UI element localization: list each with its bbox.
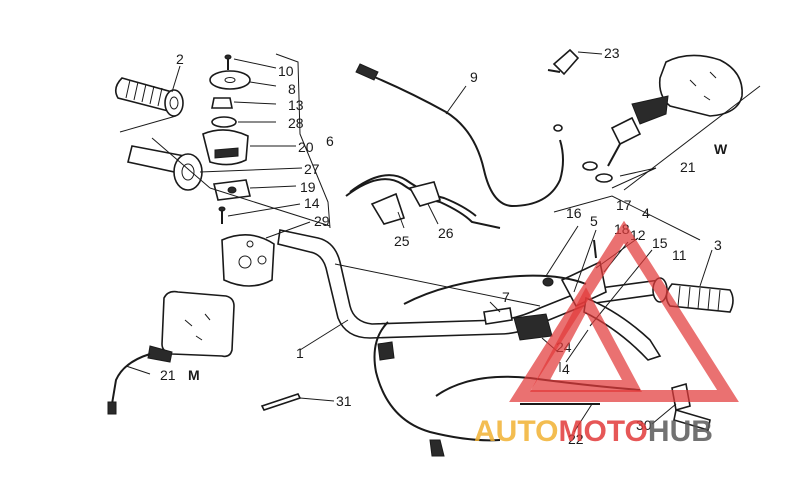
watermark-moto: MOTO — [558, 415, 647, 448]
callout-labels: 1 2 3 4 4 5 6 7 8 9 10 11 12 13 14 15 16… — [160, 45, 728, 447]
callout-4b: 4 — [562, 361, 570, 377]
callout-1: 1 — [296, 345, 304, 361]
watermark-logo: AUTOMOTOHUB — [474, 220, 739, 448]
callout-29: 29 — [314, 213, 330, 229]
callout-11: 11 — [672, 247, 687, 263]
callout-23: 23 — [604, 45, 620, 61]
callout-28: 28 — [288, 115, 304, 131]
callout-30: 30 — [636, 417, 652, 433]
callout-6: 6 — [326, 133, 334, 149]
cable-tie-31 — [260, 393, 302, 411]
clip-23 — [547, 48, 580, 76]
callout-19: 19 — [300, 179, 316, 195]
callout-3: 3 — [714, 237, 722, 253]
callout-21a: 21 — [680, 159, 696, 175]
callout-8: 8 — [288, 81, 296, 97]
callout-14: 14 — [304, 195, 320, 211]
left-mirror — [107, 290, 235, 415]
callout-17: 17 — [616, 197, 632, 213]
callout-9: 9 — [470, 69, 478, 85]
callout-31: 31 — [336, 393, 352, 409]
callout-5: 5 — [590, 213, 598, 229]
throttle-cable — [355, 63, 564, 208]
callout-20: 20 — [298, 139, 314, 155]
callout-16: 16 — [566, 205, 582, 221]
callout-21b: 21 — [160, 367, 176, 383]
leader-lines — [119, 51, 761, 433]
callout-4a: 4 — [642, 205, 650, 221]
watermark-auto: AUTO — [474, 415, 558, 448]
callout-13: 13 — [288, 97, 304, 113]
parts-drawing — [107, 48, 743, 457]
group-letter-m: M — [188, 367, 200, 383]
group-letter-w: W — [714, 141, 728, 157]
callout-7: 7 — [502, 289, 510, 305]
callout-25: 25 — [394, 233, 410, 249]
right-mirror — [582, 54, 743, 183]
callout-10: 10 — [278, 63, 294, 79]
callout-22: 22 — [568, 431, 584, 447]
callout-27: 27 — [304, 161, 320, 177]
callout-2: 2 — [176, 51, 184, 67]
left-grip — [114, 77, 184, 117]
watermark-text: AUTOMOTOHUB — [474, 415, 713, 448]
callout-26: 26 — [438, 225, 454, 241]
wiring-harness — [345, 174, 501, 229]
watermark-hub: HUB — [648, 415, 713, 448]
throttle-assembly — [127, 54, 275, 287]
watermark-triangles — [509, 220, 739, 402]
callout-15: 15 — [652, 235, 668, 251]
